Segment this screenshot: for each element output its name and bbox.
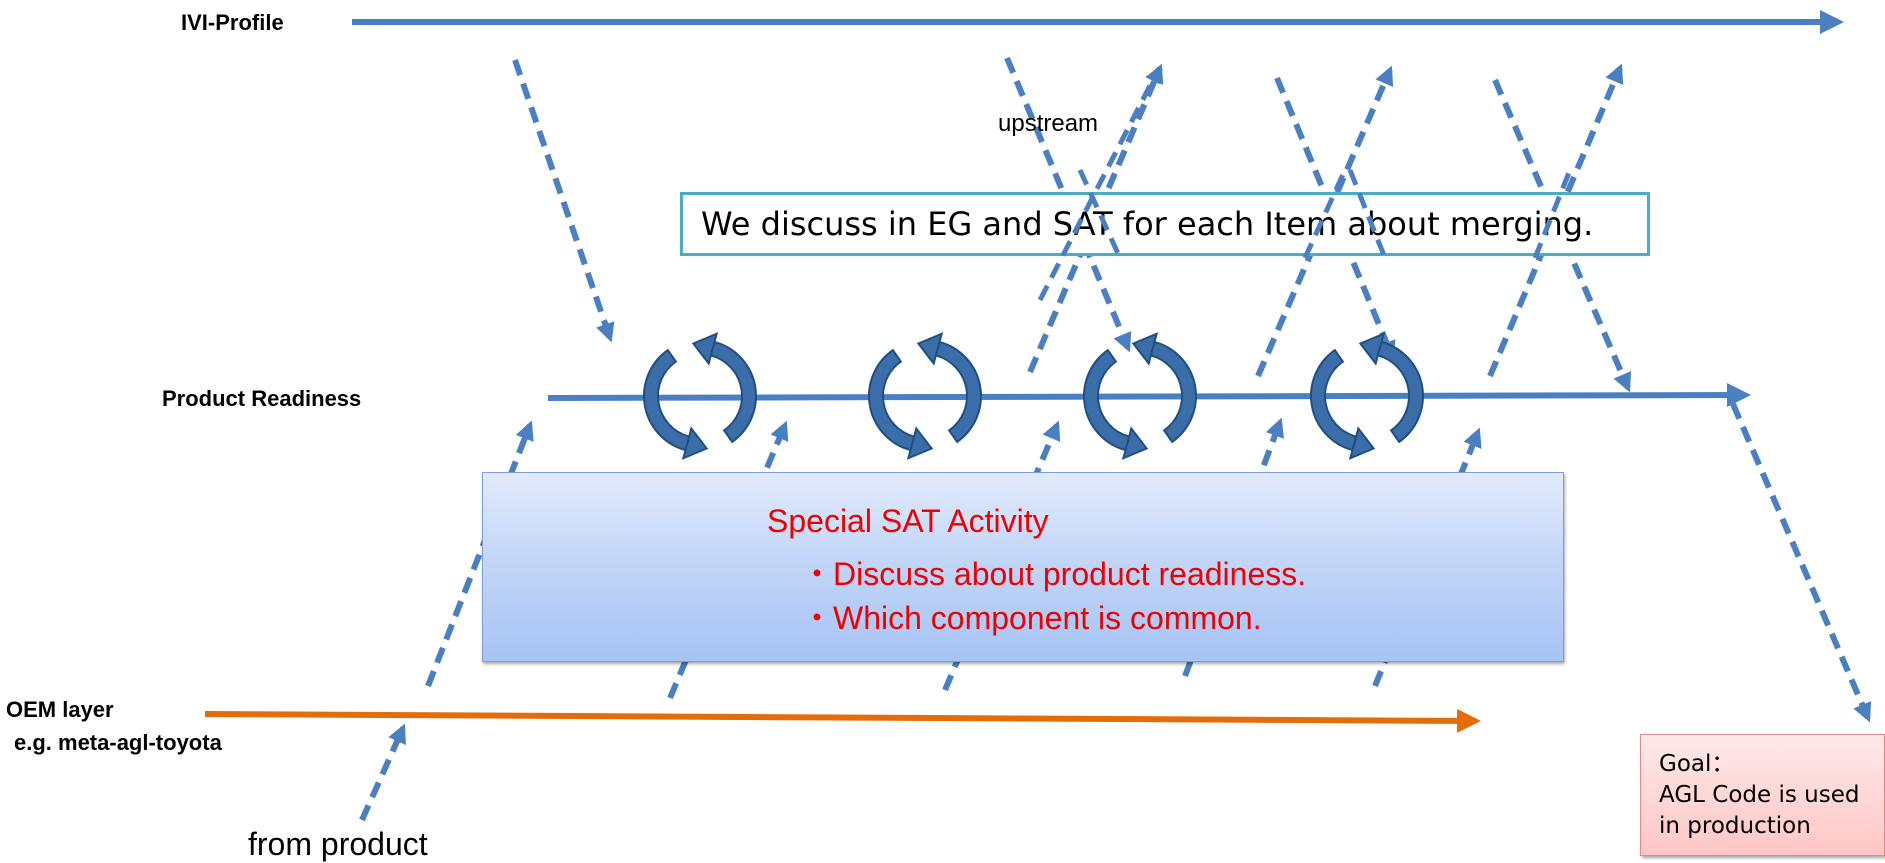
cycle-arc-right <box>709 340 757 444</box>
ivi-profile-label: IVI-Profile <box>181 10 284 35</box>
product-readiness-label: Product Readiness <box>162 386 362 411</box>
dashed-arrow-down-5 <box>1730 402 1872 723</box>
dashed-arrow-down-1 <box>512 59 615 343</box>
goal-line-1: Goal： <box>1659 751 1735 777</box>
sat-bullet-1: ・Discuss about product readiness. <box>801 556 1307 592</box>
cycle-arc-right <box>1149 340 1197 444</box>
cycle-arrowhead-left <box>1121 426 1149 460</box>
product-readiness-arrow <box>547 383 1751 408</box>
cycle-arc-left <box>1310 348 1358 452</box>
special-sat-activity-box: Special SAT Activity ・Discuss about prod… <box>482 472 1564 662</box>
cycle-arrowhead-left <box>681 426 709 460</box>
upstream-label: upstream <box>998 110 1099 137</box>
oem-layer-arrow <box>204 708 1481 733</box>
cycle-arc-right <box>934 340 982 444</box>
goal-line-3: in production <box>1659 813 1811 839</box>
dashed-arrow-up-3 <box>1487 63 1624 378</box>
eg-discussion-text: We discuss in EG and SAT for each Item a… <box>701 205 1594 243</box>
cycle-arc-right <box>1376 340 1424 444</box>
from-product-label: from product <box>248 826 428 862</box>
cycle-arc-left <box>868 348 916 452</box>
cycle-arc-left <box>1083 348 1131 452</box>
cycle-icon <box>1083 332 1197 460</box>
dashed-arrow-down-4 <box>1492 78 1632 393</box>
sat-bullet-2: ・Which component is common. <box>801 600 1262 636</box>
cycle-icon <box>1310 332 1424 460</box>
sat-title: Special SAT Activity <box>767 503 1049 539</box>
cycle-arrowhead-right <box>1358 332 1386 366</box>
eg-discussion-box: We discuss in EG and SAT for each Item a… <box>680 192 1650 256</box>
goal-line-2: AGL Code is used <box>1659 782 1860 808</box>
dashed-arrow-oem-1 <box>425 420 534 688</box>
dashed-arrow-up-2 <box>1255 65 1394 378</box>
dashed-arrow-oem-3 <box>942 420 1061 692</box>
goal-box: Goal： AGL Code is used in production <box>1640 734 1885 856</box>
cycle-arrowhead-right <box>1131 332 1159 366</box>
cycle-arrowhead-left <box>906 426 934 460</box>
cycle-icon <box>643 332 757 460</box>
cycle-arrowhead-right <box>691 332 719 366</box>
cycle-arrowhead-right <box>916 332 944 366</box>
cycle-icon <box>868 332 982 460</box>
oem-layer-label: OEM layer <box>6 697 114 722</box>
dashed-arrow-from-product <box>359 723 406 822</box>
cycle-arrowhead-left <box>1348 426 1376 460</box>
oem-example-label: e.g. meta-agl-toyota <box>14 730 222 755</box>
cycle-arc-left <box>643 348 691 452</box>
